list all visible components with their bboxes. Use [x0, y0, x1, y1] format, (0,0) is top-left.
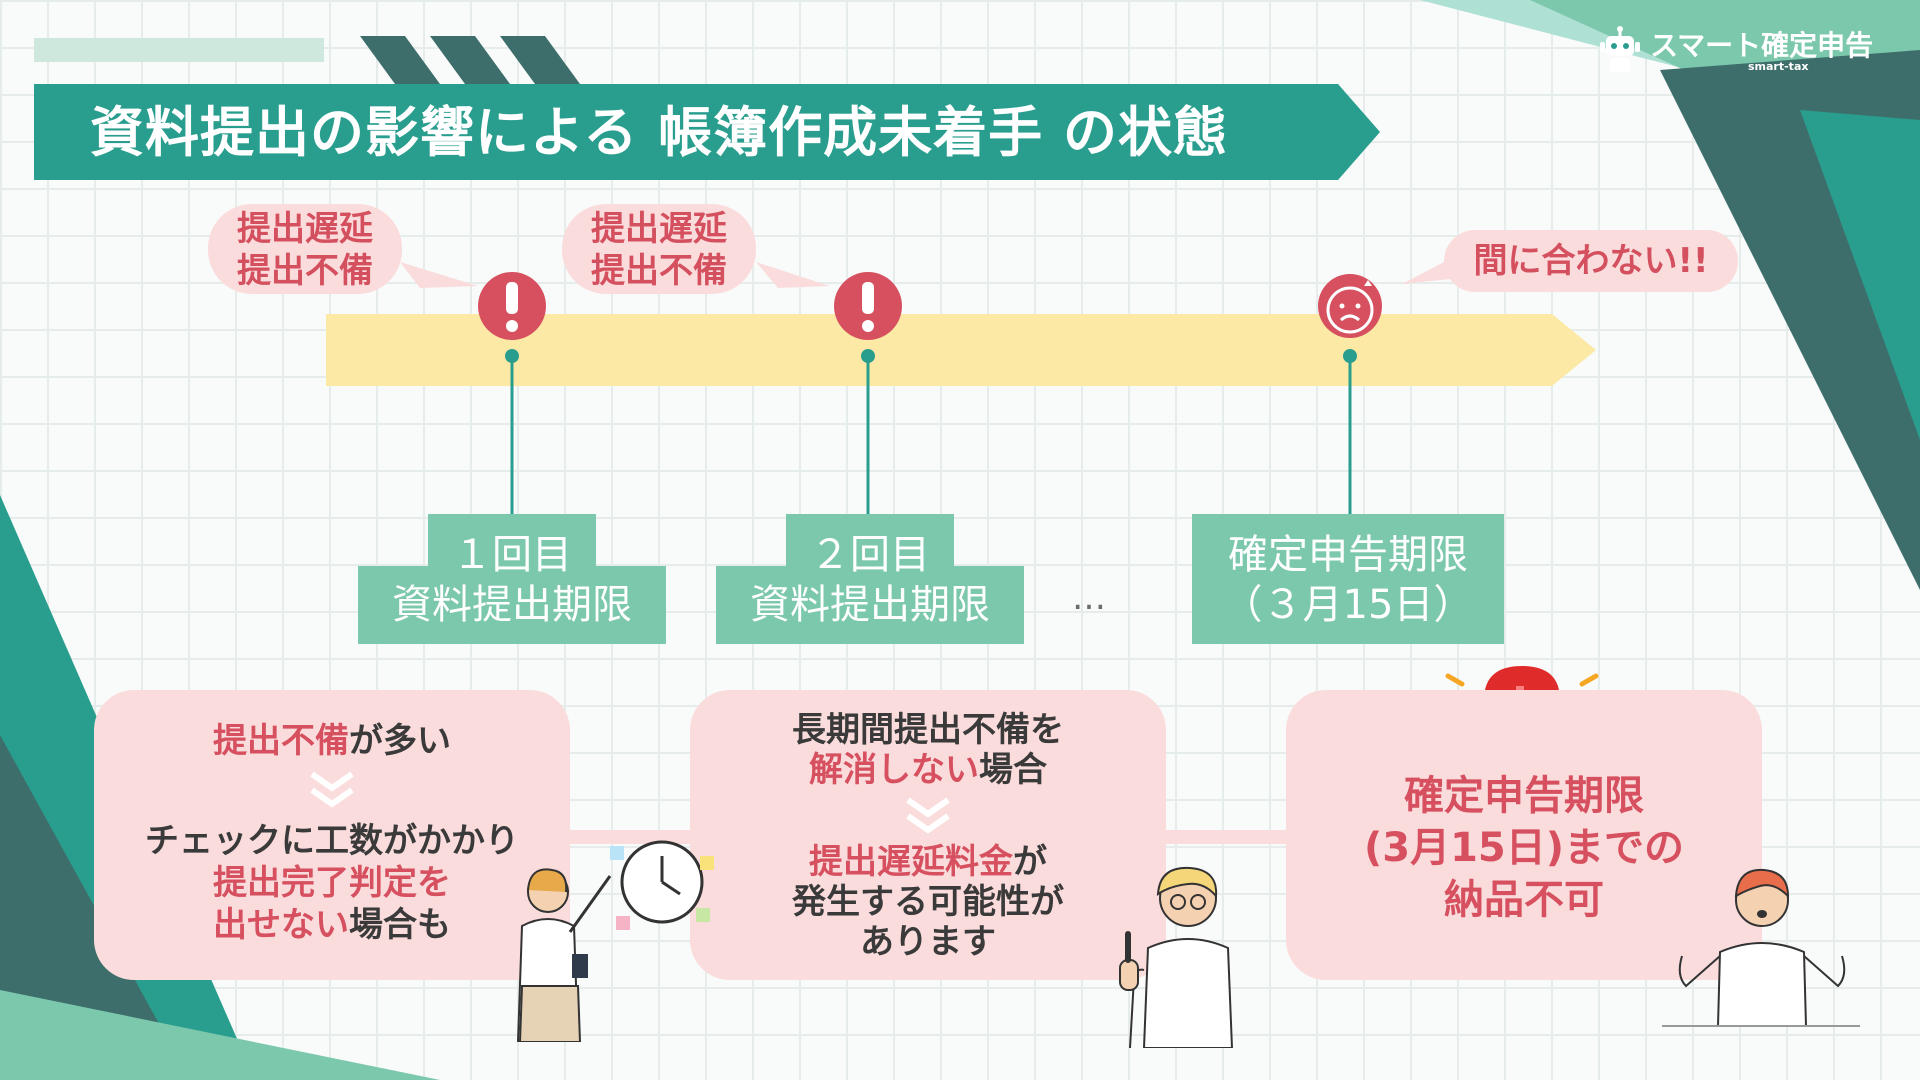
brand-sub: smart-tax: [1748, 60, 1809, 73]
page-title: 資料提出の影響による 帳簿作成未着手 の状態: [90, 101, 1228, 164]
stage-label: [1192, 514, 1504, 644]
man-pointing-illustration: [1119, 866, 1234, 1048]
corner-accent-light-bottom: [0, 990, 440, 1080]
bubble-line: 提出不備: [237, 251, 373, 291]
stage-number: １回目: [452, 532, 572, 578]
info-card: 長期間提出不備を 解消しない場合 提出遅延料金が 発生する可能性が あります: [690, 690, 1166, 980]
emphasis-text: 納品不可: [1444, 877, 1604, 923]
card-text: が: [1013, 842, 1047, 882]
emphasis-text: (3月15日)までの: [1363, 825, 1685, 871]
bubble-line: 提出遅延: [591, 209, 727, 249]
sad-face-icon: [1318, 274, 1382, 338]
exclamation-icon: [478, 272, 546, 340]
card-text: 場合: [979, 750, 1047, 790]
connector-dot: [861, 349, 875, 363]
card-text: 場合も: [349, 905, 451, 945]
stage-title: 資料提出期限: [750, 582, 990, 628]
woman-with-clock-illustration: [516, 840, 714, 1042]
brand-logo: スマート確定申告 smart-tax: [1598, 22, 1888, 78]
speech-bubble: 提出遅延 提出不備: [562, 204, 756, 294]
stage-label-top: [428, 514, 596, 574]
speech-bubble: 提出遅延 提出不備: [208, 204, 402, 294]
card-text: チェックに工数がかかり: [145, 821, 519, 861]
bubble-line: 間に合わない!!: [1473, 241, 1709, 281]
top-stripe-2: [430, 36, 510, 84]
stage-label-top: [786, 514, 954, 574]
info-card: 提出不備が多い チェックに工数がかかり 提出完了判定を 出せない場合も: [94, 690, 570, 980]
confused-man-illustration: [1662, 868, 1860, 1027]
top-stripe-1: [360, 36, 440, 84]
stage-date: （３月15日）: [1222, 582, 1474, 628]
top-stripe-3: [500, 36, 580, 84]
stage-title: 確定申告期限: [1228, 532, 1468, 578]
robot-icon: [1600, 26, 1640, 72]
top-stripe-light: [34, 38, 324, 62]
exclamation-icon: [834, 272, 902, 340]
stage-label-text: １回目 資料提出期限: [358, 530, 666, 630]
emphasis-text: 提出不備: [213, 721, 349, 761]
corner-accent-teal: [1800, 110, 1920, 440]
stage-label: [716, 566, 1024, 644]
bubble-line: 提出不備: [591, 251, 727, 291]
card-text: 長期間提出不備を: [792, 710, 1064, 750]
emphasis-text: 確定申告期限: [1404, 773, 1644, 819]
timeline-bar: [326, 314, 1596, 386]
card-text: 発生する可能性が: [792, 882, 1064, 922]
connector-dot: [505, 349, 519, 363]
speech-bubble: 間に合わない!!: [1444, 230, 1738, 292]
title-banner: [34, 84, 1380, 180]
chevron-down-icon: [310, 771, 354, 808]
stage-title: 資料提出期限: [392, 582, 632, 628]
stage-label: [358, 566, 666, 644]
chevron-down-icon: [906, 797, 950, 834]
brand-name: スマート確定申告: [1650, 29, 1874, 62]
emphasis-text: 提出完了判定を: [213, 863, 451, 903]
stage-label-text: 確定申告期限 （３月15日）: [1192, 530, 1504, 630]
ellipsis: …: [1072, 578, 1106, 618]
info-card: 確定申告期限 (3月15日)までの 納品不可: [1286, 690, 1762, 980]
stage-label-text: ２回目 資料提出期限: [716, 530, 1024, 630]
card-text: あります: [860, 922, 996, 962]
bubble-tail: [756, 262, 830, 288]
card-text: が多い: [349, 721, 451, 761]
stage-number: ２回目: [810, 532, 930, 578]
emphasis-text: 出せない: [213, 905, 349, 945]
bubble-line: 提出遅延: [237, 209, 373, 249]
bubble-tail: [400, 262, 478, 288]
emphasis-text: 解消しない: [809, 750, 979, 790]
connector-dot: [1343, 349, 1357, 363]
emphasis-text: 提出遅延料金: [809, 842, 1013, 882]
